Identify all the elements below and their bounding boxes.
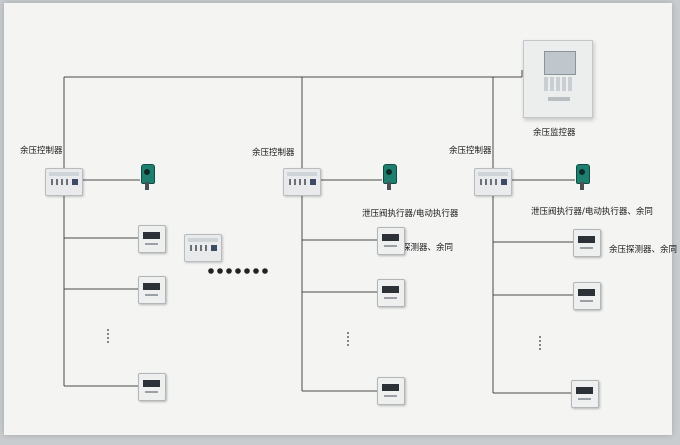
actuator-3-label: 泄压阀执行器/电动执行器、余同: [531, 207, 653, 217]
controller-icon: [184, 234, 222, 262]
sensor-3-label: 余压探测器、余同: [609, 245, 678, 255]
monitor-panel-icon: [523, 40, 593, 118]
pressure-sensor-icon: [377, 227, 405, 255]
pressure-sensor-icon: [573, 282, 601, 310]
controller-icon: [283, 168, 321, 196]
controller-1-label: 余压控制器: [20, 146, 63, 156]
sensor-2-label: 余压探测器、余同: [385, 243, 454, 253]
controller-icon: [474, 168, 512, 196]
valve-actuator-icon: [382, 164, 397, 190]
pressure-sensor-icon: [377, 377, 405, 405]
actuator-2-label: 泄压阀执行器/电动执行器: [362, 209, 459, 219]
pressure-sensor-icon: [377, 279, 405, 307]
pressure-sensor-icon: [138, 225, 166, 253]
controller-3-label: 余压控制器: [449, 146, 492, 156]
valve-actuator-icon: [575, 164, 590, 190]
pressure-sensor-icon: [138, 373, 166, 401]
controller-icon: [45, 168, 83, 196]
pressure-sensor-icon: [138, 276, 166, 304]
pressure-sensor-icon: [573, 229, 601, 257]
valve-actuator-icon: [140, 164, 155, 190]
controller-2-label: 余压控制器: [252, 148, 295, 158]
pressure-sensor-icon: [571, 380, 599, 408]
monitor-label: 余压监控器: [533, 128, 576, 138]
